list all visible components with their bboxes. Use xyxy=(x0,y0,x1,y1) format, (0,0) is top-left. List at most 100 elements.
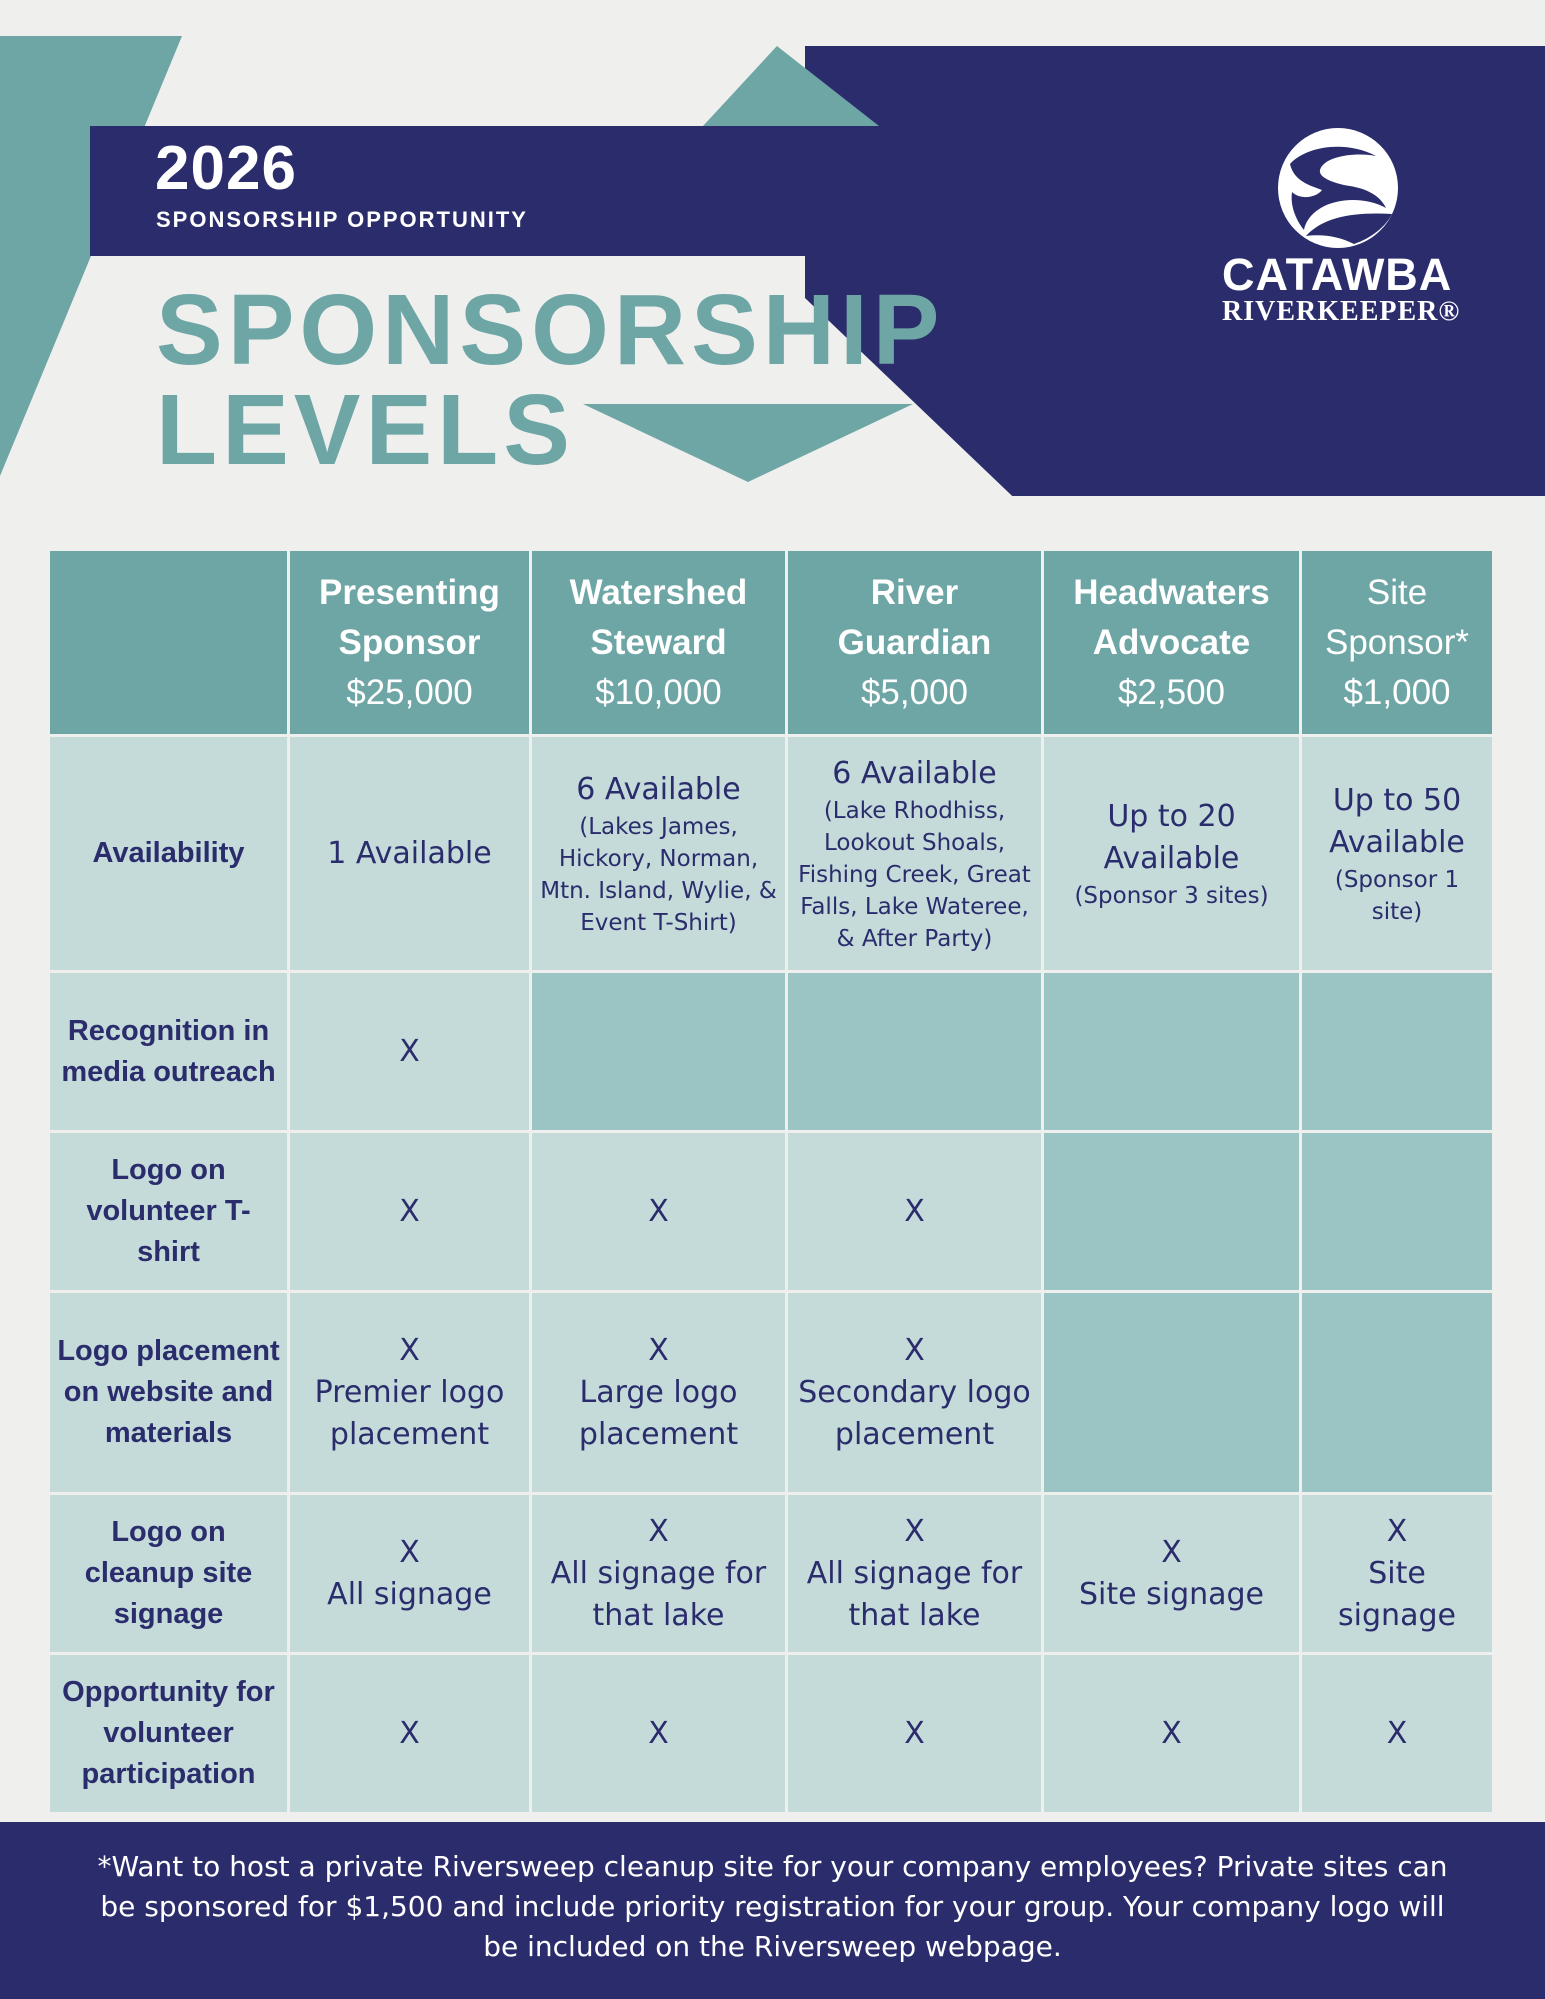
availability-main: Up to 20 Available xyxy=(1103,798,1240,876)
table-row: Logo placement on website and materials … xyxy=(47,1290,1495,1495)
empty-cell xyxy=(1299,1290,1495,1495)
benefit-detail: Secondary logo placement xyxy=(798,1374,1031,1452)
level-name: Advocate xyxy=(1092,622,1251,662)
row-label-media: Recognition in media outreach xyxy=(47,970,290,1133)
benefit-detail: All signage for that lake xyxy=(806,1555,1023,1633)
benefit-cell: X xyxy=(529,1652,788,1815)
table-row: Recognition in media outreach X xyxy=(47,970,1495,1133)
table-row: Availability 1 Available 6 Available (La… xyxy=(47,734,1495,973)
table-header-row: Presenting Sponsor $25,000 Watershed Ste… xyxy=(47,548,1495,737)
benefit-mark: X xyxy=(648,1332,669,1368)
benefit-cell: X All signage for that lake xyxy=(785,1492,1044,1655)
sponsorship-table: Presenting Sponsor $25,000 Watershed Ste… xyxy=(47,548,1495,1815)
empty-cell xyxy=(1041,1130,1302,1293)
empty-cell xyxy=(1041,1290,1302,1495)
level-price: $10,000 xyxy=(595,672,722,712)
availability-detail: (Lake Rhodhiss, Lookout Shoals, Fishing … xyxy=(798,797,1031,952)
level-name: Guardian xyxy=(837,622,992,662)
row-label-website: Logo placement on website and materials xyxy=(47,1290,290,1495)
availability-main: 6 Available xyxy=(576,771,741,807)
availability-detail: (Lakes James, Hickory, Norman, Mtn. Isla… xyxy=(540,813,777,936)
catawba-riverkeeper-logo: CATAWBA RIVERKEEPER® xyxy=(1222,126,1459,336)
row-label-volunteer: Opportunity for volunteer participation xyxy=(47,1652,290,1815)
table-row: Opportunity for volunteer participation … xyxy=(47,1652,1495,1815)
benefit-mark: X xyxy=(904,1513,925,1549)
availability-cell: 6 Available (Lake Rhodhiss, Lookout Shoa… xyxy=(785,734,1044,973)
level-price: $1,000 xyxy=(1343,672,1451,712)
empty-cell xyxy=(1299,970,1495,1133)
benefit-mark: X xyxy=(1161,1715,1182,1751)
benefit-detail: Large logo placement xyxy=(578,1374,739,1452)
availability-detail: (Sponsor 1 site) xyxy=(1334,866,1460,925)
row-label-tshirt: Logo on volunteer T-shirt xyxy=(47,1130,290,1293)
level-price: $5,000 xyxy=(860,672,969,712)
row-label-availability: Availability xyxy=(47,734,290,973)
benefit-mark: X xyxy=(904,1332,925,1368)
footer-note-text: *Want to host a private Riversweep clean… xyxy=(97,1850,1448,1963)
availability-cell: 1 Available xyxy=(287,734,532,973)
level-name: Sponsor xyxy=(338,622,481,662)
benefit-mark: X xyxy=(399,1193,420,1229)
header-corner-cell xyxy=(47,548,290,737)
benefit-cell: X Secondary logo placement xyxy=(785,1290,1044,1495)
benefit-detail: Site signage xyxy=(1078,1576,1265,1612)
benefit-cell: X xyxy=(1299,1652,1495,1815)
benefit-cell: X xyxy=(287,1130,532,1293)
level-name: Presenting xyxy=(319,572,500,612)
benefit-mark: X xyxy=(399,1332,420,1368)
empty-cell xyxy=(529,970,788,1133)
level-name: Headwaters xyxy=(1073,572,1270,612)
table-row: Logo on cleanup site signage X All signa… xyxy=(47,1492,1495,1655)
benefit-cell: X Premier logo placement xyxy=(287,1290,532,1495)
benefit-detail: All signage xyxy=(327,1576,492,1612)
benefit-cell: X xyxy=(287,1652,532,1815)
benefit-mark: X xyxy=(399,1033,420,1069)
availability-main: 6 Available xyxy=(832,755,997,791)
level-name: River xyxy=(870,572,959,612)
footer-note: *Want to host a private Riversweep clean… xyxy=(0,1822,1545,1999)
logo-wordmark-top: CATAWBA xyxy=(1222,249,1453,300)
benefit-mark: X xyxy=(399,1715,420,1751)
benefit-cell: X Site signage xyxy=(1299,1492,1495,1655)
benefit-mark: X xyxy=(904,1193,925,1229)
level-name: Sponsor* xyxy=(1325,622,1469,662)
level-header-site-sponsor: Site Sponsor* $1,000 xyxy=(1299,548,1495,737)
benefit-mark: X xyxy=(1386,1513,1408,1549)
header-year: 2026 xyxy=(155,134,297,203)
benefit-detail: Premier logo placement xyxy=(314,1374,505,1452)
level-price: $25,000 xyxy=(346,672,473,712)
page-title-line2: LEVELS xyxy=(156,374,575,486)
benefit-mark: X xyxy=(399,1534,420,1570)
empty-cell xyxy=(1041,970,1302,1133)
availability-cell: Up to 50 Available (Sponsor 1 site) xyxy=(1299,734,1495,973)
benefit-mark: X xyxy=(1386,1715,1408,1751)
level-price: $2,500 xyxy=(1117,672,1226,712)
level-name: Site xyxy=(1366,572,1428,612)
benefit-cell: X xyxy=(529,1130,788,1293)
level-header-watershed: Watershed Steward $10,000 xyxy=(529,548,788,737)
river-swirl-icon xyxy=(1278,128,1398,248)
benefit-mark: X xyxy=(648,1193,669,1229)
row-label-signage: Logo on cleanup site signage xyxy=(47,1492,290,1655)
benefit-cell: X Site signage xyxy=(1041,1492,1302,1655)
benefit-mark: X xyxy=(1161,1534,1182,1570)
level-name: Steward xyxy=(590,622,727,662)
level-header-headwaters: Headwaters Advocate $2,500 xyxy=(1041,548,1302,737)
benefit-cell: X Large logo placement xyxy=(529,1290,788,1495)
benefit-mark: X xyxy=(904,1715,925,1751)
benefit-cell: X xyxy=(287,970,532,1133)
benefit-mark: X xyxy=(648,1715,669,1751)
benefit-mark: X xyxy=(648,1513,669,1549)
availability-cell: 6 Available (Lakes James, Hickory, Norma… xyxy=(529,734,788,973)
availability-main: Up to 50 Available xyxy=(1329,782,1465,860)
header-subtitle: SPONSORSHIP OPPORTUNITY xyxy=(156,207,528,232)
level-header-presenting: Presenting Sponsor $25,000 xyxy=(287,548,532,737)
decor-teal-triangle-left xyxy=(0,36,182,476)
page-title: SPONSORSHIP LEVELS xyxy=(156,280,945,480)
table-row: Logo on volunteer T-shirt X X X xyxy=(47,1130,1495,1293)
benefit-cell: X All signage xyxy=(287,1492,532,1655)
benefit-detail: All signage for that lake xyxy=(550,1555,767,1633)
level-name: Watershed xyxy=(569,572,748,612)
benefit-cell: X xyxy=(1041,1652,1302,1815)
benefit-detail: Site signage xyxy=(1338,1555,1456,1633)
